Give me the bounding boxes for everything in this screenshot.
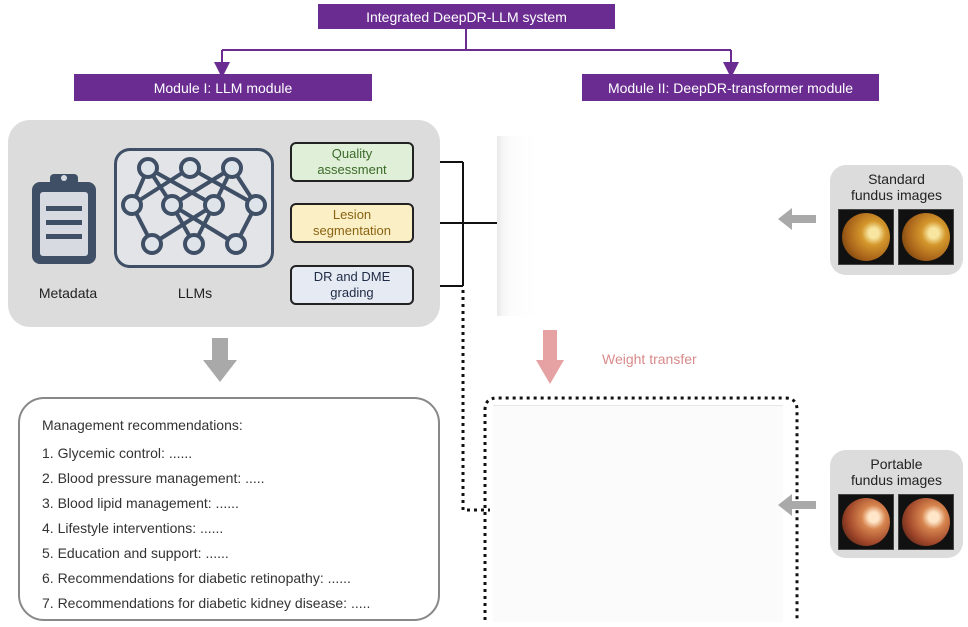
tree-connector — [214, 29, 739, 78]
task-line2: segmentation — [312, 223, 392, 238]
module1-title: Module I: LLM module — [74, 74, 372, 101]
left-arrow-icon — [778, 494, 816, 516]
fundus-image — [838, 209, 894, 265]
task-line1: Quality — [331, 146, 373, 161]
system-title: Integrated DeepDR-LLM system — [318, 4, 615, 29]
list-item: 6. Recommendations for diabetic retinopa… — [42, 570, 351, 586]
metadata-label: Metadata — [38, 285, 98, 301]
task-line1: DR and DME — [313, 269, 391, 284]
standard-fundus-label-line1: Standard — [868, 171, 925, 187]
left-arrow-icon — [778, 208, 816, 230]
portable-dotted-link — [461, 290, 799, 620]
list-item: 2. Blood pressure management: ..... — [42, 470, 265, 486]
down-arrow-icon — [203, 338, 237, 382]
list-item: 5. Education and support: ...... — [42, 545, 229, 561]
fundus-image — [898, 494, 954, 550]
module2-title: Module II: DeepDR-transformer module — [582, 74, 879, 101]
standard-fundus-label-line2: fundus images — [850, 187, 943, 203]
standard-fundus-panel: Standard fundus images — [830, 165, 963, 275]
list-item: 7. Recommendations for diabetic kidney d… — [42, 595, 371, 611]
list-item: 3. Blood lipid management: ...... — [42, 495, 239, 511]
portable-fundus-label-line1: Portable — [870, 456, 923, 472]
transformer-standard-area — [497, 136, 785, 316]
fundus-image — [898, 209, 954, 265]
list-item: 1. Glycemic control: ...... — [42, 445, 193, 461]
recommendations-panel: Management recommendations: 1. Glycemic … — [18, 397, 440, 621]
recommendations-title: Management recommendations: — [42, 417, 243, 433]
portable-fundus-panel: Portable fundus images — [830, 450, 963, 558]
task-line1: Lesion — [332, 207, 372, 222]
task-line2: assessment — [317, 162, 387, 177]
weight-transfer-arrow-icon — [536, 330, 564, 384]
clipboard-icon — [32, 174, 96, 264]
portable-fundus-label-line2: fundus images — [850, 472, 943, 488]
weight-transfer-label: Weight transfer — [602, 351, 697, 367]
list-item: 4. Lifestyle interventions: ...... — [42, 520, 224, 536]
fundus-image — [838, 494, 894, 550]
task-line2: grading — [330, 285, 374, 300]
llms-label: LLMs — [177, 285, 213, 301]
transformer-portable-area — [493, 405, 783, 622]
neural-network-icon — [121, 157, 267, 255]
